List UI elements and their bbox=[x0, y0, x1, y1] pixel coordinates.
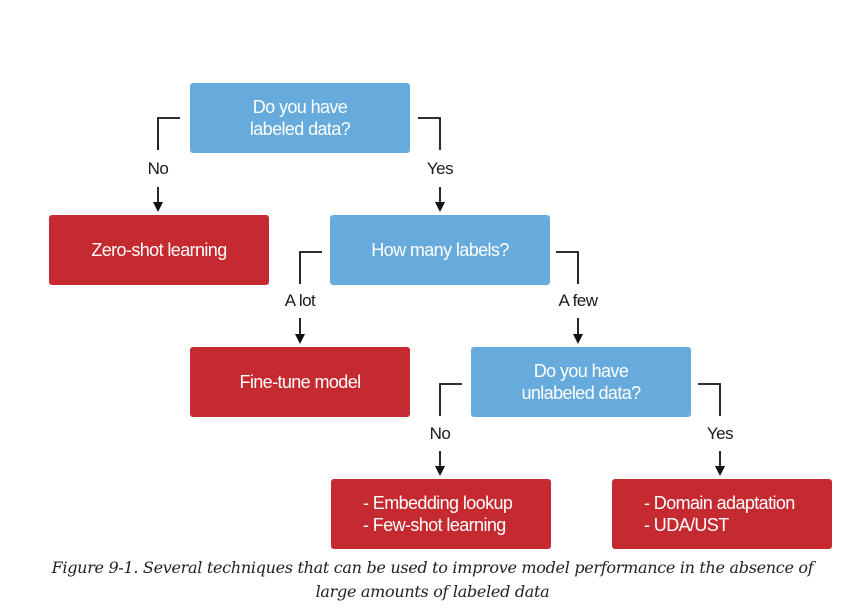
edge-label-labeled-yes: Yes bbox=[426, 159, 454, 178]
figure-caption: Figure 9-1. Several techniques that can … bbox=[0, 556, 865, 604]
node-fine-tune-text: Fine-tune model bbox=[239, 372, 361, 392]
node-domain-adaptation-text: - Domain adaptation - UDA/UST bbox=[644, 493, 795, 535]
figure-caption-line-1: Figure 9-1. Several techniques that can … bbox=[51, 558, 814, 577]
edge-labeled-yes bbox=[418, 117, 441, 150]
node-zero-shot-text: Zero-shot learning bbox=[91, 240, 227, 260]
edge-label-unlabeled-no: No bbox=[429, 424, 451, 443]
edge-label-labeled-no: No bbox=[147, 159, 169, 178]
node-labeled-data-text: Do you have labeled data? bbox=[249, 97, 351, 139]
edge-howmany-afew bbox=[556, 251, 579, 284]
node-domain-adaptation: - Domain adaptation - UDA/UST bbox=[612, 479, 832, 549]
node-unlabeled-data-question: Do you have unlabeled data? bbox=[471, 347, 691, 417]
node-zero-shot-learning: Zero-shot learning bbox=[49, 215, 269, 285]
node-embedding-few-shot: - Embedding lookup - Few-shot learning bbox=[331, 479, 551, 549]
edge-label-howmany-afew: A few bbox=[558, 291, 598, 310]
edge-unlabeled-yes bbox=[698, 383, 721, 416]
edge-label-unlabeled-yes: Yes bbox=[706, 424, 734, 443]
node-how-many-text: How many labels? bbox=[371, 240, 509, 260]
node-how-many-labels-question: How many labels? bbox=[330, 215, 550, 285]
edge-label-howmany-alot: A lot bbox=[284, 291, 316, 310]
figure-caption-line-2: large amounts of labeled data bbox=[315, 582, 550, 601]
node-unlabeled-data-text: Do you have unlabeled data? bbox=[521, 361, 641, 403]
edge-labeled-no bbox=[157, 117, 180, 150]
edge-howmany-alot bbox=[299, 251, 322, 284]
node-fine-tune-model: Fine-tune model bbox=[190, 347, 410, 417]
edge-unlabeled-no bbox=[439, 383, 462, 416]
node-embedding-few-shot-text: - Embedding lookup - Few-shot learning bbox=[363, 493, 513, 535]
node-labeled-data-question: Do you have labeled data? bbox=[190, 83, 410, 153]
